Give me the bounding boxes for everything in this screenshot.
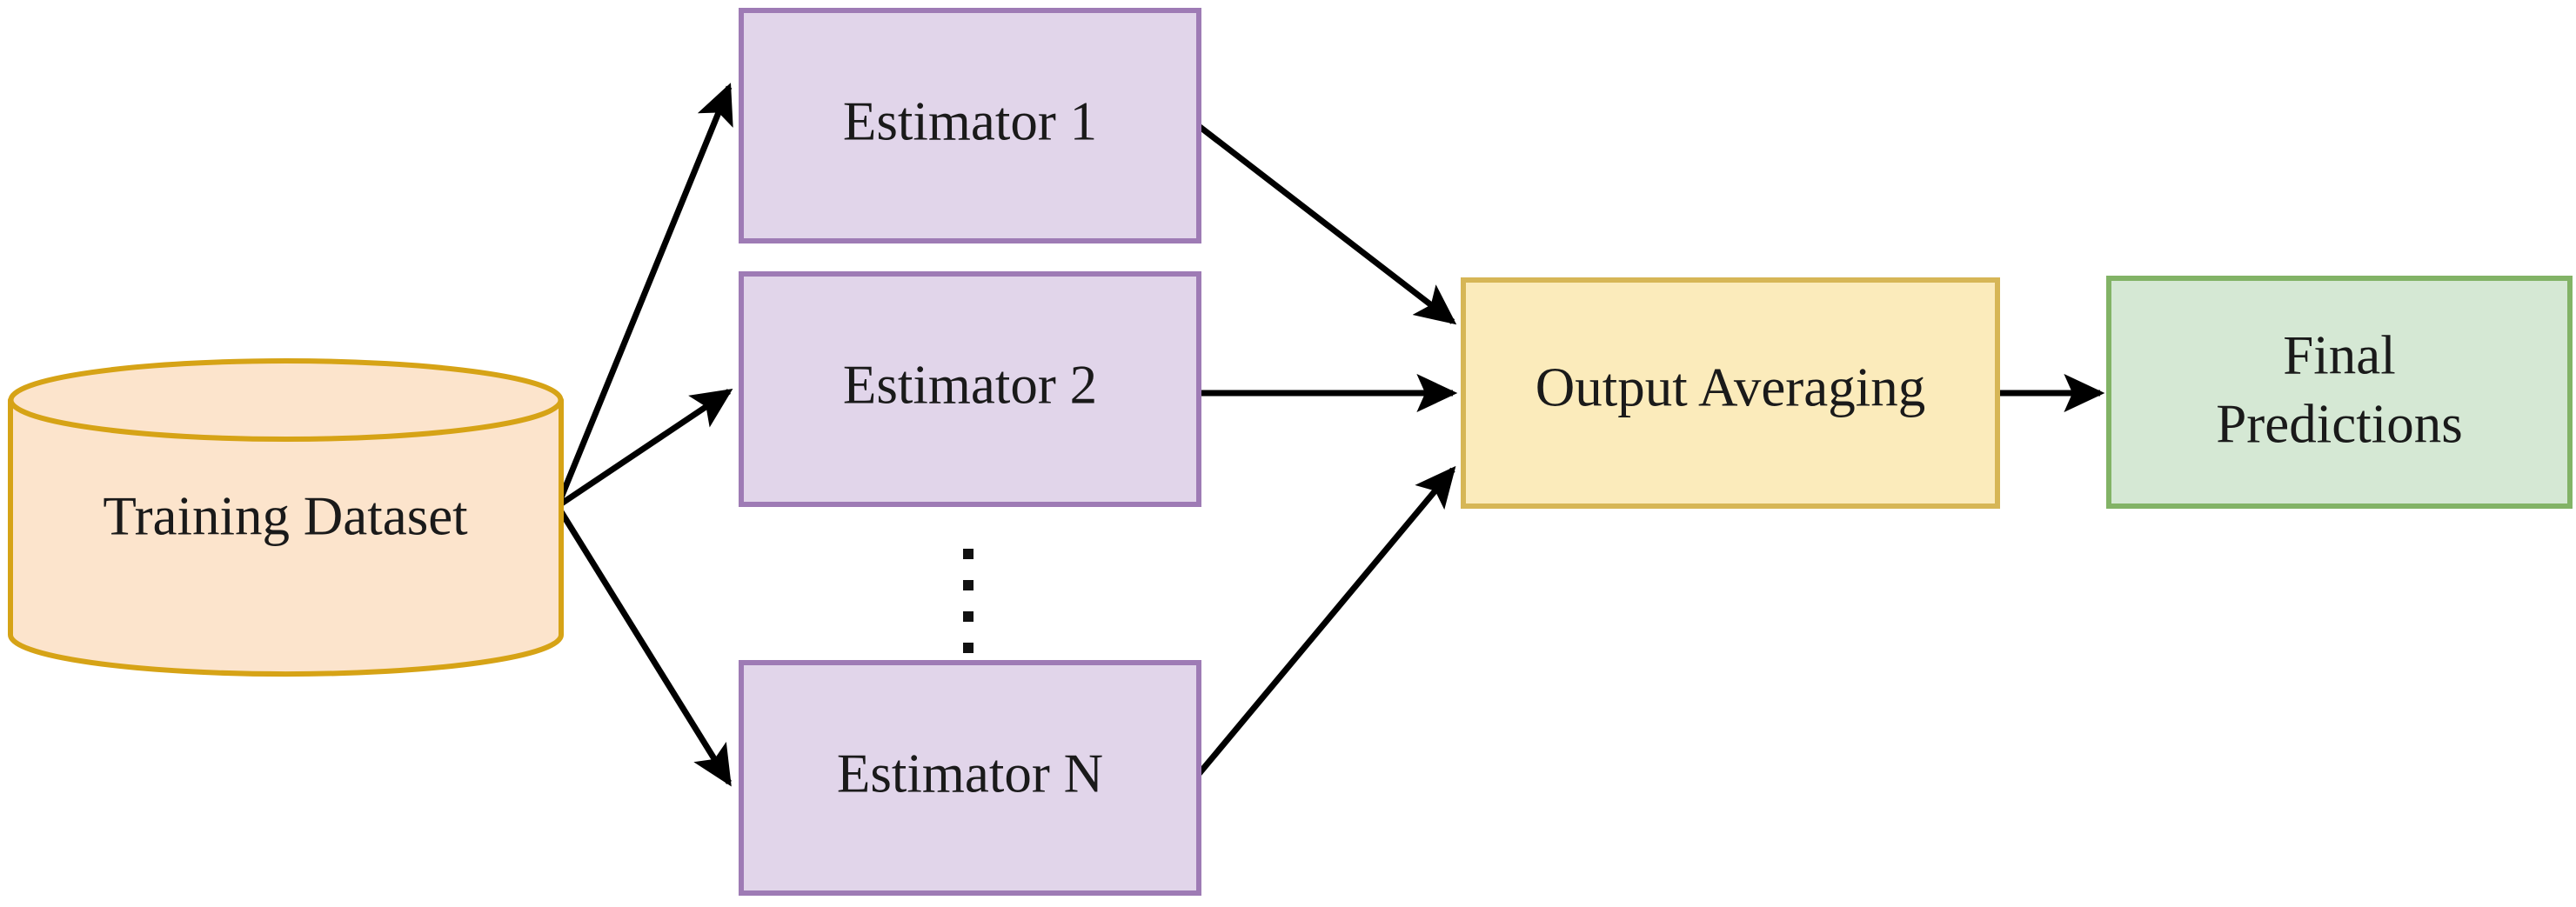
- edge-dataset-to-estimator-n: [555, 504, 732, 787]
- edge-dataset-to-estimator-1: [554, 83, 733, 508]
- output-averaging-label: Output Averaging: [1536, 357, 1926, 417]
- estimator-2-label: Estimator 2: [843, 354, 1097, 415]
- final-predictions-label-line-1: Final: [2283, 324, 2396, 385]
- estimator-2-box-shape: [739, 271, 1201, 507]
- vertical-ellipsis-icon: [963, 549, 974, 653]
- estimator-n-box-shape: [739, 660, 1201, 896]
- cylinder-body-shape: [8, 397, 564, 677]
- node-final-predictions[interactable]: Final Predictions: [2106, 276, 2573, 509]
- cylinder-top-ellipse: [8, 358, 564, 442]
- final-predictions-box-shape: [2106, 276, 2573, 509]
- estimator-1-label: Estimator 1: [843, 90, 1097, 151]
- ellipsis-dot: [963, 580, 974, 590]
- final-predictions-label-line-2: Predictions: [2216, 393, 2462, 454]
- edges-estimators-to-averaging: [1196, 123, 1458, 777]
- edge-estimator-n-to-output-averaging: [1196, 465, 1456, 777]
- ellipsis-dot: [963, 611, 974, 622]
- edge-estimator-1-to-output-averaging: [1196, 123, 1457, 325]
- edge-dataset-to-estimator-2: [556, 389, 733, 509]
- node-estimator-n[interactable]: Estimator N: [739, 660, 1201, 896]
- node-estimator-1[interactable]: Estimator 1: [739, 8, 1201, 243]
- estimator-1-box-shape: [739, 8, 1201, 243]
- ellipsis-dot: [963, 549, 974, 559]
- estimator-n-label: Estimator N: [837, 743, 1103, 804]
- node-output-averaging[interactable]: Output Averaging: [1461, 277, 2000, 509]
- edges-dataset-to-estimators: [554, 83, 733, 787]
- node-estimator-2[interactable]: Estimator 2: [739, 271, 1201, 507]
- training-dataset-label: Training Dataset: [103, 485, 468, 546]
- ellipsis-dot: [963, 643, 974, 653]
- output-averaging-box-shape: [1461, 277, 2000, 509]
- node-training-dataset[interactable]: Training Dataset: [8, 358, 564, 677]
